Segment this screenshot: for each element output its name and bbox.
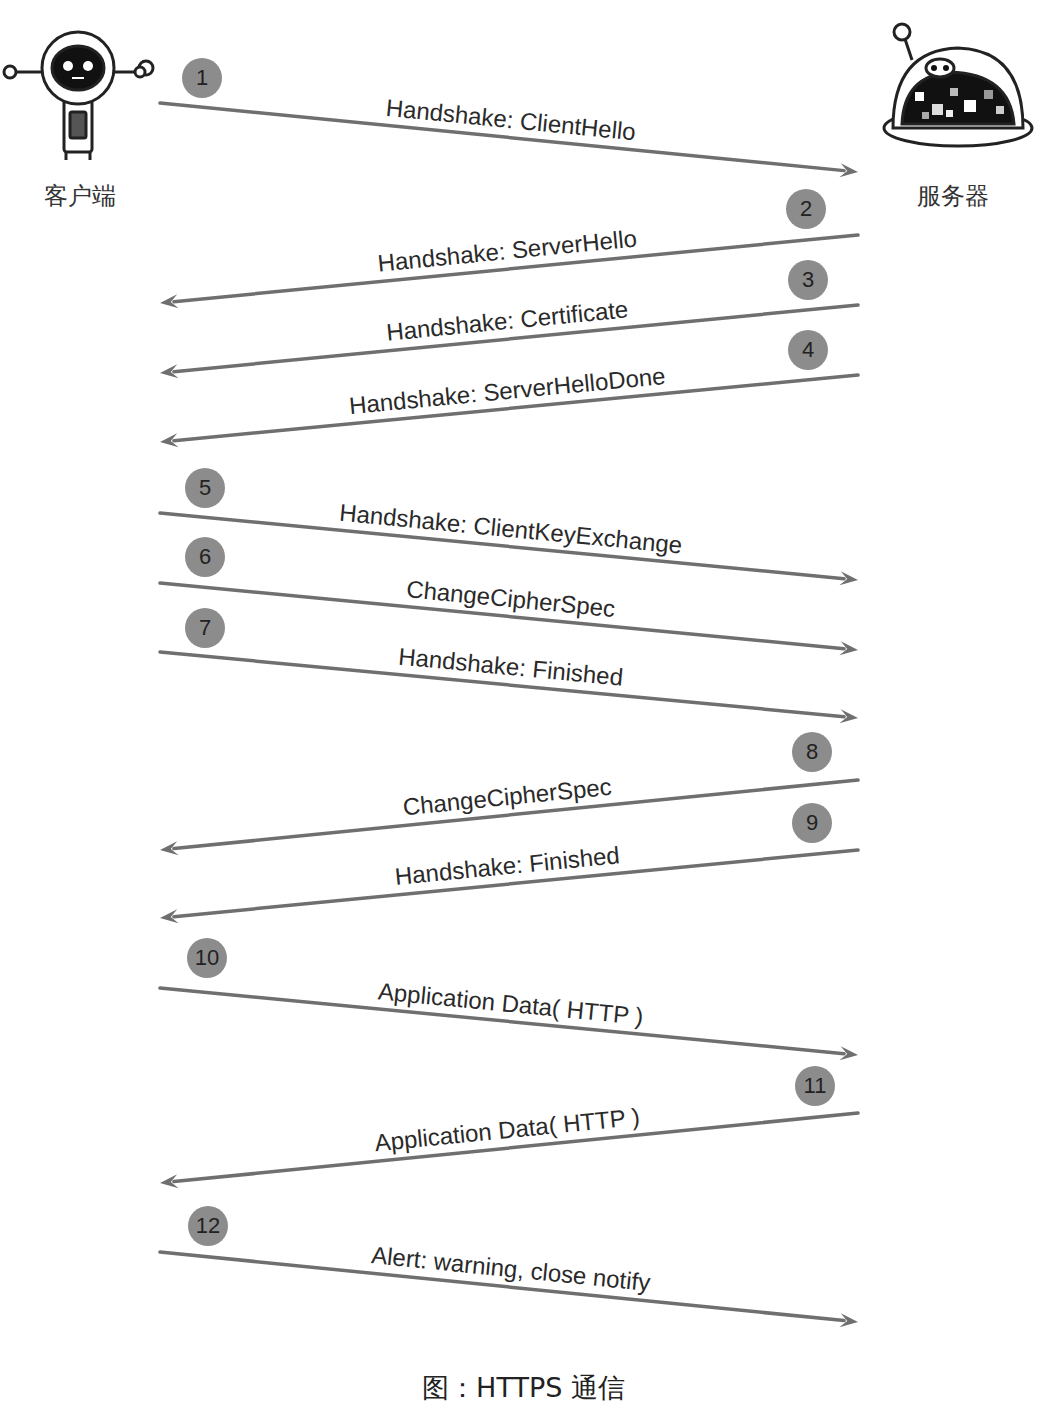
message-label: ChangeCipherSpec bbox=[402, 575, 619, 621]
node-label: 服务器 bbox=[858, 180, 1047, 212]
callout-number: 9 bbox=[792, 803, 832, 843]
node-label: 客户端 bbox=[0, 180, 160, 212]
lifeline-node: 服务器 bbox=[858, 20, 1047, 1340]
client-robot bbox=[4, 32, 153, 160]
message-label: Handshake: ClientKeyExchange bbox=[335, 499, 686, 558]
callout-number: 11 bbox=[795, 1066, 835, 1106]
callout-number: 8 bbox=[792, 732, 832, 772]
message-label: Handshake: ServerHelloDone bbox=[345, 362, 670, 419]
callout-number: 4 bbox=[788, 330, 828, 370]
callout-number: 7 bbox=[185, 608, 225, 648]
callout-number: 12 bbox=[188, 1206, 228, 1246]
callout-number: 6 bbox=[185, 537, 225, 577]
callout-number: 1 bbox=[182, 58, 222, 98]
server-robot bbox=[884, 24, 1032, 146]
lifeline-node: 客户端 bbox=[0, 20, 160, 1340]
caption: 图：HTTPS 通信 bbox=[0, 1370, 1047, 1406]
callout-number: 5 bbox=[185, 468, 225, 508]
callout-number: 2 bbox=[786, 189, 826, 229]
callout-number: 10 bbox=[187, 938, 227, 978]
callout-number: 3 bbox=[788, 260, 828, 300]
